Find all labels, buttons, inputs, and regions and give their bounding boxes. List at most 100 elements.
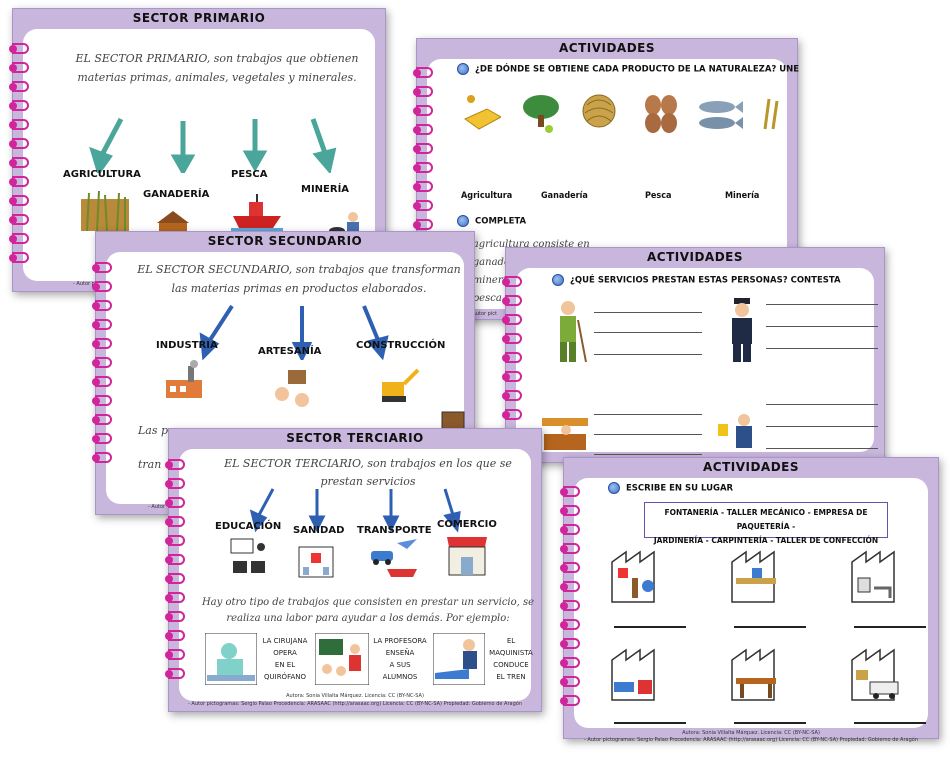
answer-line[interactable]	[766, 426, 878, 427]
label-agricultura: AGRICULTURA	[63, 169, 141, 180]
card-title: SECTOR TERCIARIO	[286, 431, 424, 445]
answer-line[interactable]	[594, 454, 702, 455]
answer-line[interactable]	[766, 326, 878, 327]
answer-line[interactable]	[766, 404, 878, 405]
spiral-binding	[502, 276, 524, 447]
label-pesca: PESCA	[231, 169, 268, 180]
card-title: ACTIVIDADES	[646, 250, 744, 264]
card-title: SECTOR PRIMARIO	[132, 11, 266, 25]
craft-hands-icon	[275, 370, 309, 407]
police-officer-icon	[732, 298, 752, 362]
question-text: COMPLETA	[475, 216, 527, 227]
label-mineria: MINERÍA	[301, 184, 350, 195]
answer-line[interactable]	[614, 626, 686, 628]
credit-author: Autora: Sonia Villalta Márquez. Licencia…	[682, 730, 820, 736]
factory-gardening-icon	[611, 550, 655, 603]
label-artesania: ARTESANÍA	[258, 346, 322, 357]
fishing-boat-icon	[231, 194, 283, 234]
eggs-icon	[645, 95, 677, 133]
intro-text: EL SECTOR TERCIARIO, son trabajos en los…	[224, 457, 512, 488]
fill-line-3: La minería	[457, 275, 512, 286]
fish-icon	[699, 101, 743, 129]
gold-bar-icon	[464, 95, 501, 130]
question-text: ¿QUÉ SERVICIOS PRESTAN ESTAS PERSONAS? C…	[570, 275, 841, 286]
card-body: EL SECTOR TERCIARIO, son trabajos en los…	[179, 449, 534, 707]
card-actividades-servicios: ACTIVIDADES ¿QUÉ SERVICIOS PRESTAN ESTAS…	[502, 247, 885, 463]
question-text: ¿DE DÓNDE SE OBTIENE CADA PRODUCTO DE LA…	[475, 64, 800, 75]
question-escribe: ESCRIBE EN SU LUGAR	[608, 482, 733, 494]
card-title: SECTOR SECUNDARIO	[207, 234, 363, 248]
card-title: ACTIVIDADES	[702, 460, 800, 474]
answer-line[interactable]	[594, 332, 702, 333]
transport-icon	[371, 539, 417, 577]
example-line: EN EL	[274, 661, 296, 669]
answer-line[interactable]	[766, 304, 878, 305]
credit-pictos: - Autor pictogramas: Sergio Palao Proced…	[188, 701, 522, 707]
spiral-binding	[92, 262, 114, 471]
answer-line[interactable]	[854, 722, 926, 724]
label-transporte: TRANSPORTE	[357, 525, 432, 536]
bullet-icon	[608, 482, 620, 494]
answer-line[interactable]	[594, 312, 702, 313]
label-educacion: EDUCACIÓN	[215, 521, 282, 532]
factory-plumbing-icon	[851, 550, 895, 603]
answer-line[interactable]	[734, 722, 806, 724]
label-comercio: COMERCIO	[437, 519, 497, 530]
spiral-binding	[165, 459, 187, 687]
answer-line[interactable]	[594, 354, 702, 355]
card-title: ACTIVIDADES	[558, 41, 656, 55]
partial-text-1: Las p	[138, 424, 169, 437]
shop-icon	[447, 537, 487, 576]
word-bank-line: FONTANERÍA - TALLER MECÁNICO - EMPRESA D…	[664, 508, 868, 531]
bullet-icon	[457, 63, 469, 75]
example-line: EL TREN	[496, 673, 526, 681]
answer-line[interactable]	[766, 448, 878, 449]
wool-yarn-icon	[582, 94, 616, 128]
example-line: ALUMNOS	[382, 673, 418, 681]
factory-delivery-icon	[851, 648, 899, 701]
credit-pictos: - Autor pictogramas: Sergio Palao Proced…	[584, 737, 918, 743]
credit: - Autor pict	[469, 311, 497, 317]
fill-line-1: La agricultura consiste en	[457, 239, 590, 250]
example-line: OPERA	[273, 649, 297, 657]
label-ganaderia: GANADERÍA	[143, 189, 210, 200]
arrows	[249, 488, 461, 533]
factory-icon	[166, 360, 202, 398]
word-bank-line: JARDINERÍA - CARPINTERÍA - TALLER DE CON…	[653, 536, 879, 545]
question-servicios: ¿QUÉ SERVICIOS PRESTAN ESTAS PERSONAS? C…	[552, 274, 841, 286]
example-line: EL MAQUINISTA	[489, 637, 533, 657]
credit-author: Autora: Sonia Villalta Márquez. Licencia…	[286, 693, 424, 699]
arrows	[89, 117, 337, 173]
example-line: LA CIRUJANA	[262, 637, 308, 645]
credit: - Autor	[148, 504, 166, 510]
factory-tailor-icon	[731, 648, 776, 701]
example-line: LA PROFESORA	[373, 637, 427, 645]
answer-line[interactable]	[594, 414, 702, 415]
une-label-agricultura: Agricultura	[461, 191, 513, 201]
street-sweeper-icon	[560, 301, 587, 363]
example-line: QUIRÓFANO	[264, 673, 306, 681]
answer-line[interactable]	[594, 434, 702, 435]
intro-text: EL SECTOR SECUNDARIO, son trabajos que t…	[137, 263, 461, 295]
question-une: ¿DE DÓNDE SE OBTIENE CADA PRODUCTO DE LA…	[457, 63, 799, 75]
bullet-icon	[457, 215, 469, 227]
answer-line[interactable]	[766, 348, 878, 349]
market-stall-icon	[542, 418, 588, 450]
question-text: ESCRIBE EN SU LUGAR	[626, 483, 734, 494]
spiral-binding	[9, 43, 31, 271]
hospital-icon	[298, 546, 334, 578]
answer-line[interactable]	[614, 722, 686, 724]
service-paragraph: Hay otro tipo de trabajos que consisten …	[201, 597, 535, 624]
tree-icon	[523, 95, 559, 133]
spiral-binding	[560, 486, 582, 714]
example-surgeon: LA CIRUJANA OPERA EN EL QUIRÓFANO	[259, 635, 311, 683]
factory-mechanic-icon	[611, 648, 655, 701]
intro-text: EL SECTOR PRIMARIO, son trabajos que obt…	[75, 52, 359, 84]
postal-worker-icon	[718, 414, 752, 448]
card-actividades-escribe: ACTIVIDADES ESCRIBE EN SU LUGAR FONTANER…	[560, 457, 939, 743]
answer-line[interactable]	[734, 626, 806, 628]
answer-line[interactable]	[854, 626, 926, 628]
label-construccion: CONSTRUCCIÓN	[356, 340, 446, 351]
surgeon-icon	[205, 633, 257, 685]
